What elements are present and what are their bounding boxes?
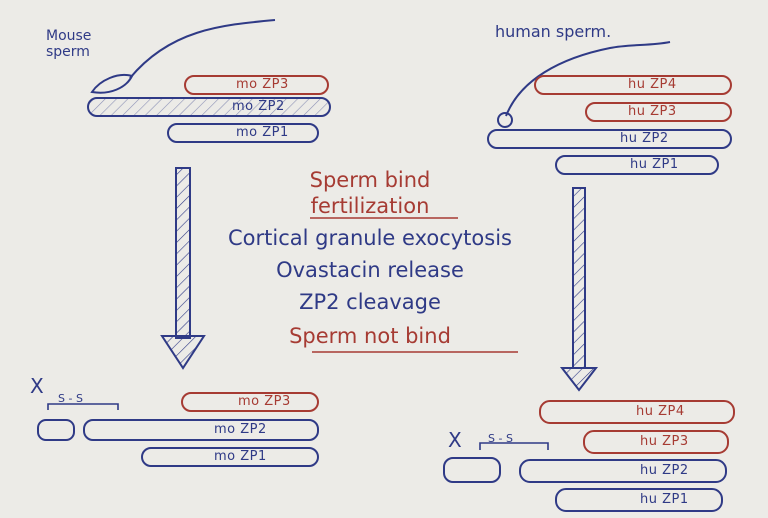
human-zp4-bar-after [539, 400, 735, 424]
mouse-zp1-label: mo ZP1 [236, 125, 289, 140]
human-zp2-fragment [443, 457, 501, 483]
human-sperm-label: human sperm. [495, 22, 612, 41]
sperm-not-bind-text: Sperm not bind [289, 324, 451, 348]
mouse-zp2-label-after: mo ZP2 [214, 422, 267, 437]
sperm-bind-text: Sperm bind [309, 168, 431, 192]
mouse-zp3-label: mo ZP3 [236, 77, 289, 92]
human-zp2-bar-after [519, 459, 727, 483]
mouse-zp1-bar [167, 123, 319, 143]
mouse-bracket [47, 403, 119, 410]
human-zp3-label: hu ZP3 [628, 104, 677, 119]
mouse-sperm-head [90, 74, 134, 94]
human-sperm-tail [505, 41, 671, 117]
human-zp2-label-after: hu ZP2 [640, 463, 689, 478]
mouse-zp1-label-after: mo ZP1 [214, 449, 267, 464]
human-bracket [479, 442, 549, 450]
mouse-sperm-tail [129, 19, 276, 79]
human-zp3-bar [585, 102, 732, 122]
mouse-zp2-fragment [37, 419, 75, 441]
mouse-arrow-head [160, 335, 206, 370]
mouse-zp3-bar-after [181, 392, 319, 412]
mouse-zp3-bar [184, 75, 329, 95]
human-zp2-bar [487, 129, 732, 149]
cortical-exocytosis-text: Cortical granule exocytosis [228, 226, 512, 250]
ovastacin-release-text: Ovastacin release [276, 258, 464, 282]
human-zp4-label-after: hu ZP4 [636, 404, 685, 419]
human-zp1-bar [555, 155, 719, 175]
human-zp1-label: hu ZP1 [630, 157, 679, 172]
human-zp4-bar [534, 75, 732, 95]
mouse-disulfide-label: S - S [58, 392, 83, 405]
zp2-cleavage-text: ZP2 cleavage [299, 290, 441, 314]
human-sperm-head [497, 112, 513, 128]
mouse-zp2-bar-after [83, 419, 319, 441]
human-zp4-label: hu ZP4 [628, 77, 677, 92]
mouse-arrow-shaft [175, 167, 191, 339]
human-zp3-bar-after [583, 430, 729, 454]
human-arrow-shaft [572, 187, 586, 369]
mouse-zp3-label-after: mo ZP3 [238, 394, 291, 409]
human-arrow-head [559, 367, 599, 392]
human-zp2-label: hu ZP2 [620, 131, 669, 146]
mouse-zp2-bar [87, 97, 331, 117]
mouse-zp1-bar-after [141, 447, 319, 467]
mouse-sperm-label: Mouse sperm [46, 28, 92, 60]
mouse-zp2-label: mo ZP2 [232, 99, 285, 114]
mouse-x-mark: X [30, 374, 44, 398]
human-x-mark: X [448, 428, 462, 452]
human-zp3-label-after: hu ZP3 [640, 434, 689, 449]
human-zp1-label-after: hu ZP1 [640, 492, 689, 507]
human-zp1-bar-after [555, 488, 723, 512]
fertilization-text: fertilization [310, 194, 430, 218]
human-disulfide-label: S - S [488, 432, 513, 445]
